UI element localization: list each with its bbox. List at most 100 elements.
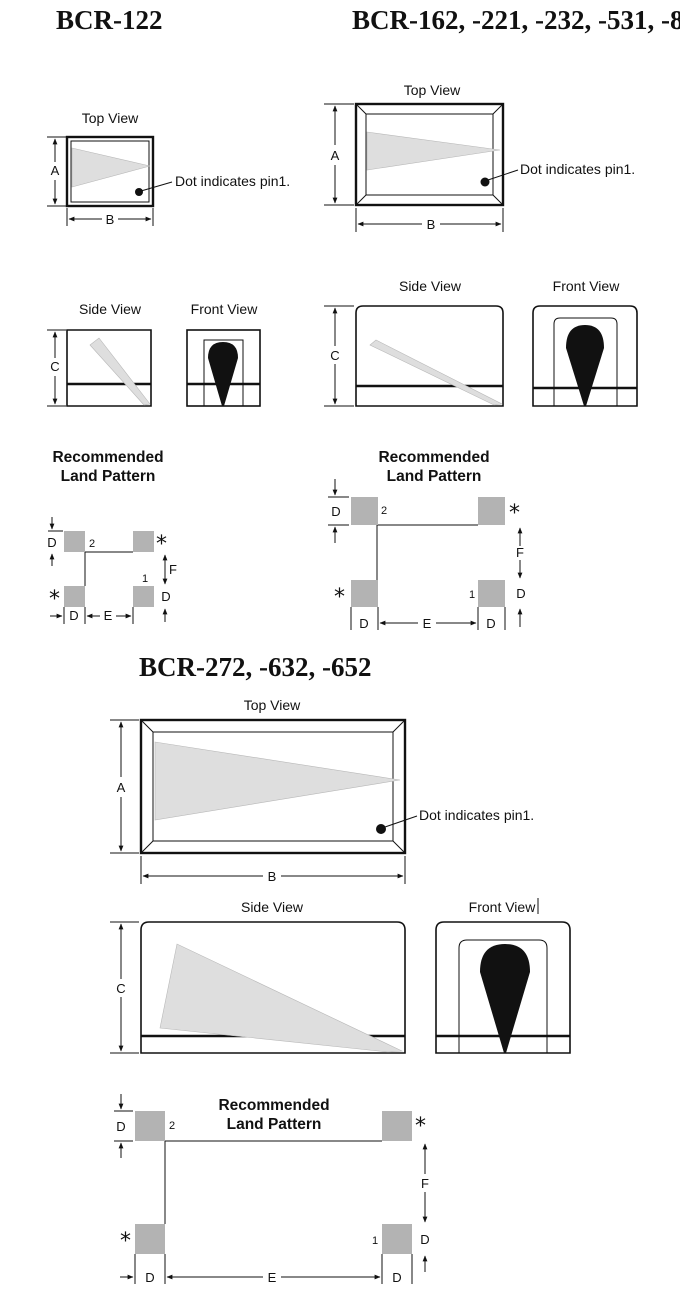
- pad-nc: [382, 1111, 412, 1141]
- dim-a-label: A: [51, 163, 60, 178]
- dim-a-label: A: [331, 148, 340, 163]
- dim-c-label: C: [116, 981, 125, 996]
- dim-f-label: F: [516, 545, 524, 560]
- bcr272-lp-line1: Recommended: [218, 1097, 329, 1114]
- bevel-line: [140, 719, 154, 733]
- bcr162-front-view: Front View: [532, 278, 638, 407]
- dim-e-label: E: [104, 608, 113, 623]
- star-marker-icon: *: [415, 1114, 426, 1139]
- bcr162-lp-line1: Recommended: [378, 449, 489, 466]
- star-marker-icon: *: [49, 587, 60, 612]
- bcr122-front-cone: [208, 342, 238, 406]
- bcr162-front-window: [553, 317, 618, 406]
- bcr122-lp-line2: Land Pattern: [61, 468, 156, 485]
- bcr272-front-window: [458, 939, 548, 1053]
- pad-pin2: [351, 497, 378, 525]
- bcr122-land-pattern: Recommended Land Pattern 2 1 * * D F D D…: [47, 449, 177, 624]
- pad-pin2: [64, 531, 85, 552]
- bcr162-top-view-label: Top View: [404, 82, 461, 98]
- pin1-label: 1: [372, 1235, 378, 1247]
- bcr122-front-view: Front View: [186, 301, 261, 407]
- bcr272-side-view: Side View C: [110, 899, 406, 1054]
- pin1-dot-icon: [376, 824, 386, 834]
- dim-d-label: D: [331, 504, 340, 519]
- dim-d-label: D: [145, 1270, 154, 1285]
- pad-nc: [351, 580, 378, 607]
- bcr272-front-view-label: Front View: [469, 899, 537, 915]
- dim-d-label: D: [392, 1270, 401, 1285]
- bcr162-side-body: [355, 305, 504, 407]
- leader-line: [384, 815, 418, 828]
- dim-c-label: C: [330, 348, 339, 363]
- bcr162-top-outline: [354, 102, 505, 207]
- dim-d-label: D: [116, 1119, 125, 1134]
- bcr162-side-view-label: Side View: [399, 278, 462, 294]
- pin1-label: 1: [142, 573, 148, 585]
- bcr272-front-view: Front View: [435, 898, 571, 1054]
- bcr162-side-view: Side View C: [324, 278, 504, 407]
- bcr272-lp-line2: Land Pattern: [227, 1116, 322, 1133]
- pad-nc: [64, 586, 85, 607]
- title-bcr272: BCR-272, -632, -652: [139, 652, 371, 682]
- bcr272-top-beam: [154, 741, 401, 821]
- title-bcr122: BCR-122: [56, 5, 163, 35]
- bevel-line: [355, 194, 367, 206]
- pin2-label: 2: [89, 538, 95, 550]
- leader-line: [487, 169, 519, 181]
- dim-d-label: D: [486, 616, 495, 631]
- pin2-label: 2: [169, 1120, 175, 1132]
- dim-f-label: F: [169, 562, 177, 577]
- bevel-line: [492, 103, 504, 115]
- bevel-line: [492, 194, 504, 206]
- bevel-line: [392, 840, 406, 854]
- pin1-label: 1: [469, 589, 475, 601]
- bcr122-side-beam: [89, 337, 151, 406]
- bcr162-front-view-label: Front View: [553, 278, 621, 294]
- pad-pin1: [382, 1224, 412, 1254]
- bcr122-side-view-label: Side View: [79, 301, 142, 317]
- pad-pin1: [133, 586, 154, 607]
- bcr272-dot-note: Dot indicates pin1.: [419, 807, 534, 823]
- pad-pin1: [478, 580, 505, 607]
- dim-d-label: D: [69, 608, 78, 623]
- pad-nc: [133, 531, 154, 552]
- bevel-line: [140, 840, 154, 854]
- star-marker-icon: *: [334, 585, 345, 610]
- dim-e-label: E: [268, 1270, 277, 1285]
- bcr162-dot-note: Dot indicates pin1.: [520, 161, 635, 177]
- title-bcr162: BCR-162, -221, -232, -531, -802: [352, 5, 680, 35]
- bcr272-top-view-label: Top View: [244, 697, 301, 713]
- bcr162-front-cone: [566, 325, 604, 406]
- bcr122-lp-line1: Recommended: [52, 449, 163, 466]
- dim-c-label: C: [50, 359, 59, 374]
- bcr272-side-beam: [159, 943, 404, 1053]
- dim-b-label: B: [427, 217, 436, 232]
- dim-f-label: F: [421, 1176, 429, 1191]
- pad-pin2: [135, 1111, 165, 1141]
- bcr272-front-cone: [480, 944, 530, 1053]
- leader-line: [140, 181, 173, 192]
- star-marker-icon: *: [120, 1229, 131, 1254]
- bcr272-top-view: Top View Dot indicates pin1. A B: [110, 697, 534, 884]
- bcr272-top-inner: [152, 731, 394, 842]
- bcr122-side-base: [66, 383, 152, 407]
- bcr272-side-view-label: Side View: [241, 899, 304, 915]
- dim-d-label: D: [161, 589, 170, 604]
- dim-b-label: B: [106, 212, 115, 227]
- dim-a-label: A: [117, 780, 126, 795]
- pad-nc: [478, 497, 505, 525]
- bcr272-top-outline: [139, 718, 407, 855]
- bcr162-side-beam: [369, 339, 504, 406]
- bcr122-front-view-label: Front View: [191, 301, 259, 317]
- bcr162-top-view: Top View Dot indicates pin1. A B: [324, 82, 635, 232]
- bcr162-top-inner: [365, 113, 494, 196]
- bcr122-top-view-label: Top View: [82, 110, 139, 126]
- bevel-line: [355, 103, 367, 115]
- bcr162-top-beam: [366, 131, 501, 171]
- pin2-label: 2: [381, 505, 387, 517]
- dim-d-label: D: [516, 586, 525, 601]
- pad-nc: [135, 1224, 165, 1254]
- bevel-line: [392, 719, 406, 733]
- bcr122-dot-note: Dot indicates pin1.: [175, 173, 290, 189]
